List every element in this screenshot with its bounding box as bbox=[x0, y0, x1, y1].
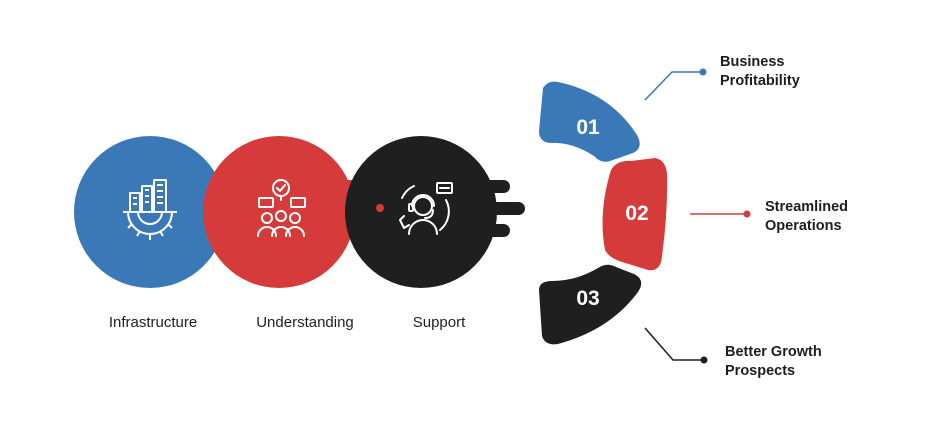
outcome-streamlined-operations: Streamlined Operations bbox=[765, 198, 848, 236]
segment-03-number: 03 bbox=[576, 287, 599, 310]
outcome-better-growth: Better Growth Prospects bbox=[725, 343, 822, 381]
city-gear-icon bbox=[123, 179, 177, 240]
customer-support-icon bbox=[399, 182, 453, 235]
connector-01 bbox=[644, 68, 707, 101]
support-label: Support bbox=[412, 314, 466, 331]
segment-03 bbox=[539, 264, 642, 345]
black-connector-bars bbox=[470, 180, 525, 237]
outcome-3-line1: Better Growth bbox=[725, 344, 822, 360]
segment-01 bbox=[539, 81, 640, 162]
outcome-2-line1: Streamlined bbox=[765, 199, 848, 215]
segment-01-number: 01 bbox=[576, 116, 600, 139]
understanding-label: Understanding bbox=[256, 314, 354, 331]
outcome-1-line2: Profitability bbox=[720, 73, 800, 89]
segment-02-number: 02 bbox=[625, 202, 648, 225]
segment-02 bbox=[602, 158, 668, 271]
outcome-2-line2: Operations bbox=[765, 218, 842, 234]
outcome-1-line1: Business bbox=[720, 54, 785, 70]
connector-02 bbox=[690, 210, 751, 218]
team-discussion-icon bbox=[257, 179, 306, 237]
infrastructure-label: Infrastructure bbox=[108, 314, 198, 331]
outcome-3-line2: Prospects bbox=[725, 363, 796, 379]
outcome-business-profitability: Business Profitability bbox=[720, 53, 800, 91]
connector-03 bbox=[644, 327, 708, 364]
red-bar-dot bbox=[376, 204, 384, 212]
support-circle bbox=[345, 136, 497, 288]
